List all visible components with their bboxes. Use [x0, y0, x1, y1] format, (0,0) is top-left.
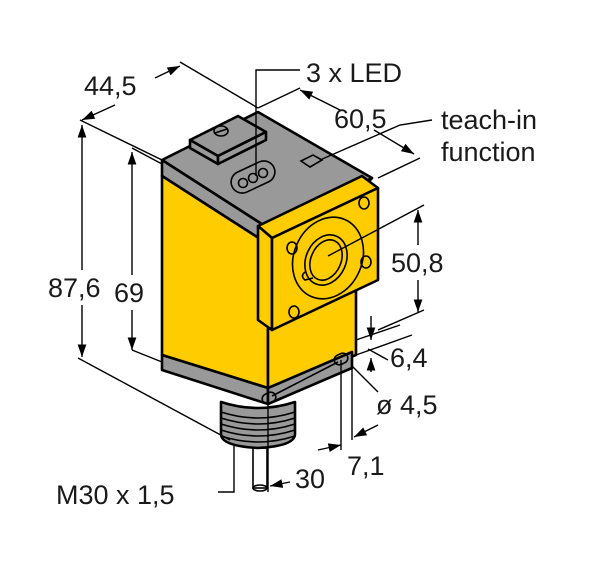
- label-teach-in-line2: function: [441, 137, 536, 167]
- label-hole-diameter: ø 4,5: [376, 390, 438, 420]
- label-connector-offset: 30: [295, 464, 325, 494]
- mount-hole-icon: [286, 241, 298, 255]
- label-depth-top: 60,5: [334, 104, 387, 134]
- mount-hole-icon: [288, 305, 300, 319]
- label-led: 3 x LED: [306, 58, 402, 88]
- lens-outer-ring: [291, 216, 365, 300]
- lens-icon: [309, 239, 343, 281]
- sensor-housing: [160, 110, 380, 492]
- label-width-top: 44,5: [84, 71, 137, 101]
- dimension-labels: 44,5 3 x LED 60,5 teach-in function 87,6…: [48, 58, 537, 510]
- led-icon: [247, 172, 259, 184]
- label-lens-height: 50,8: [391, 248, 444, 278]
- label-height-body: 69: [114, 278, 144, 308]
- lens-head-side: [256, 224, 274, 332]
- dimension-lines: [77, 61, 433, 493]
- led-window: [230, 160, 276, 194]
- teach-in-button: [299, 154, 324, 168]
- thread-connector: [219, 400, 297, 450]
- label-height-total: 87,6: [48, 273, 101, 303]
- led-icon: [237, 177, 249, 189]
- mount-hole-icon: [358, 196, 370, 210]
- lens-notch: [301, 271, 314, 281]
- screw-icon: [213, 125, 229, 137]
- label-thread: M30 x 1,5: [56, 480, 175, 510]
- cable: [252, 447, 268, 489]
- label-mount-offset: 6,4: [390, 343, 428, 373]
- top-cover-plate-front: [216, 130, 268, 166]
- label-teach-in-line1: teach-in: [441, 105, 537, 135]
- mount-hole-icon: [360, 255, 372, 269]
- label-hole-edge: 7,1: [347, 451, 385, 481]
- mount-slot-icon: [333, 352, 349, 366]
- lens-bezel: [304, 234, 348, 286]
- led-icon: [257, 167, 269, 179]
